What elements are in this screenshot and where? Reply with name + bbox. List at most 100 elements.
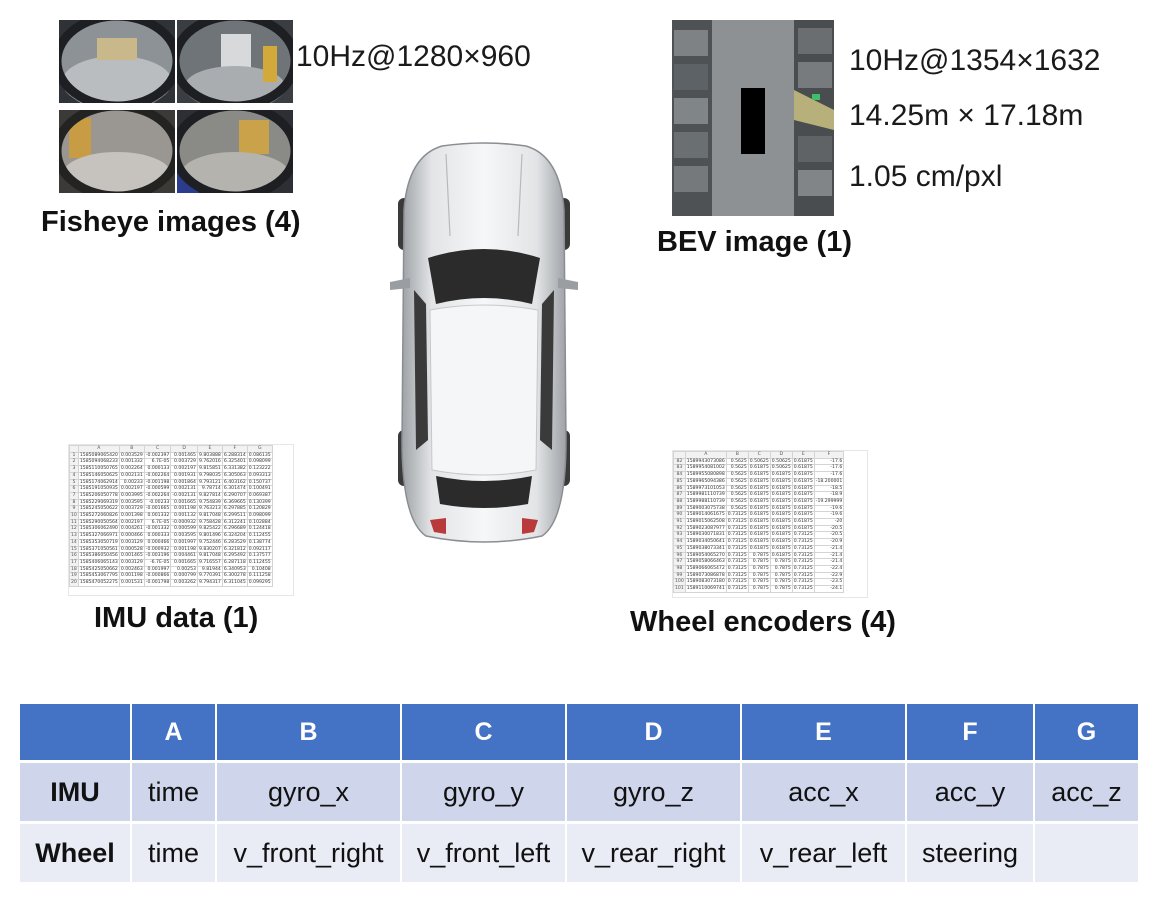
table-cell: 0.100491 — [246, 485, 273, 493]
column-header: E — [791, 451, 815, 459]
fisheye-caption: Fisheye images (4) — [41, 206, 301, 238]
table-cell: 0.61875 — [769, 497, 793, 506]
table-cell: -6.7E-05 — [143, 558, 172, 567]
table-cell: 0.73125 — [791, 551, 815, 560]
table-cell: 0.5625 — [725, 484, 749, 493]
table-cell: 6.7E-05 — [143, 518, 172, 527]
table-cell: 0.137577 — [246, 552, 273, 560]
table-cell: 0.61875 — [769, 524, 793, 533]
table-cell: 6.403162 — [221, 478, 248, 487]
table-cell: 0.000528 — [118, 545, 145, 554]
table-cell: 0.61875 — [747, 464, 771, 473]
row-number: 12 — [69, 525, 79, 534]
table-cell: 9.825422 — [196, 525, 223, 534]
header-cell: G — [1035, 704, 1140, 763]
table-cell: -0.001798 — [143, 579, 172, 587]
table-cell: 0.002131 — [118, 471, 145, 480]
table-cell: 1589014061675 — [684, 511, 727, 520]
row-number: 18 — [69, 565, 79, 574]
table-cell: -19.299999 — [813, 497, 845, 506]
row-number: 91 — [673, 518, 686, 526]
table-cell: -18.200001 — [813, 477, 845, 486]
table-cell: 6.340953 — [221, 565, 248, 574]
fisheye-image-left — [59, 110, 175, 193]
signal-mapping-table: A B C D E F G IMU time gyro_x gyro_y gyr… — [20, 704, 1140, 885]
table-cell: 0.000599 — [170, 525, 198, 534]
table-cell: 0.73125 — [725, 578, 749, 587]
imu-caption: IMU data (1) — [94, 602, 259, 634]
table-cell: 0.003262 — [170, 579, 198, 587]
table-cell: 0.61875 — [769, 544, 793, 553]
header-cell: A — [132, 704, 217, 763]
table-cell: 0.7875 — [747, 578, 771, 587]
row-number: 11 — [69, 518, 79, 527]
table-cell: -0.00233 — [143, 498, 172, 507]
table-cell: 0.120829 — [246, 505, 273, 514]
row-number: 9 — [69, 505, 79, 514]
table-cell: 6.300278 — [221, 572, 248, 581]
table-cell: 1585110050765 — [77, 465, 120, 473]
table-cell: -21.4 — [813, 558, 845, 566]
table-cell: 0.000133 — [143, 465, 172, 473]
table-cell: 0.00233 — [118, 478, 145, 487]
row-number: 19 — [69, 572, 79, 581]
table-cell: 9.793121 — [196, 478, 223, 487]
table-cell: 0.61875 — [769, 518, 793, 526]
row-number: 89 — [673, 504, 686, 513]
table-cell: 0.7875 — [747, 571, 771, 580]
column-header: D — [769, 451, 793, 459]
column-header: F — [221, 445, 248, 453]
table-cell: 0.150737 — [246, 478, 273, 487]
table-cell: -0.000932 — [143, 545, 172, 554]
table-cell: 9.830207 — [196, 545, 223, 554]
table-cell: -0.000599 — [143, 485, 172, 493]
table-cell: 0.61875 — [791, 504, 815, 513]
table-row-wheel: Wheel time v_front_right v_front_left v_… — [20, 824, 1140, 885]
table-cell: 0.50625 — [747, 457, 771, 466]
table-cell: 0.73125 — [791, 571, 815, 580]
table-cell: 1585406065143 — [77, 558, 120, 567]
table-cell: 0.002463 — [118, 565, 145, 574]
table-cell: 0.003729 — [170, 458, 198, 467]
table-cell: 6.287118 — [221, 558, 248, 567]
table-cell: 0.002131 — [170, 485, 198, 493]
table-cell: 1585206050778 — [77, 491, 120, 500]
table-cell: 1589083073180 — [684, 578, 727, 587]
row-number: 5 — [69, 478, 79, 487]
column-header: E — [196, 445, 223, 453]
column-header: G — [246, 445, 273, 453]
table-cell: 0.61875 — [791, 518, 815, 526]
table-cell: 0.124418 — [246, 525, 273, 534]
table-cell: 0.61875 — [747, 531, 771, 540]
table-cell: 6.290707 — [221, 491, 248, 500]
table-cell: 0.003729 — [118, 505, 145, 514]
table-cell: -20.5 — [813, 531, 845, 540]
table-cell: 0.73125 — [725, 538, 749, 546]
table-cell: 1589066065472 — [684, 564, 727, 573]
table-cell: 0.61875 — [791, 511, 815, 520]
row-number: 84 — [673, 471, 686, 479]
row-number: 4 — [69, 471, 79, 480]
row-number: 16 — [69, 552, 79, 560]
fisheye-image-right — [177, 110, 293, 193]
table-cell: 0.73125 — [791, 544, 815, 553]
table-cell: 6.296689 — [221, 525, 248, 534]
table-cell: 9.798035 — [196, 471, 223, 480]
table-cell: 1585089065420 — [77, 451, 120, 460]
table-cell: 0.093313 — [246, 471, 273, 480]
table-cell: -0.001332 — [143, 525, 172, 534]
table-cell: 0.73125 — [725, 558, 749, 566]
fisheye-image-front — [59, 20, 175, 103]
table-cell: -21.4 — [813, 544, 845, 553]
table-cell: 0.50625 — [769, 464, 793, 473]
table-cell: 0.001864 — [170, 478, 198, 487]
